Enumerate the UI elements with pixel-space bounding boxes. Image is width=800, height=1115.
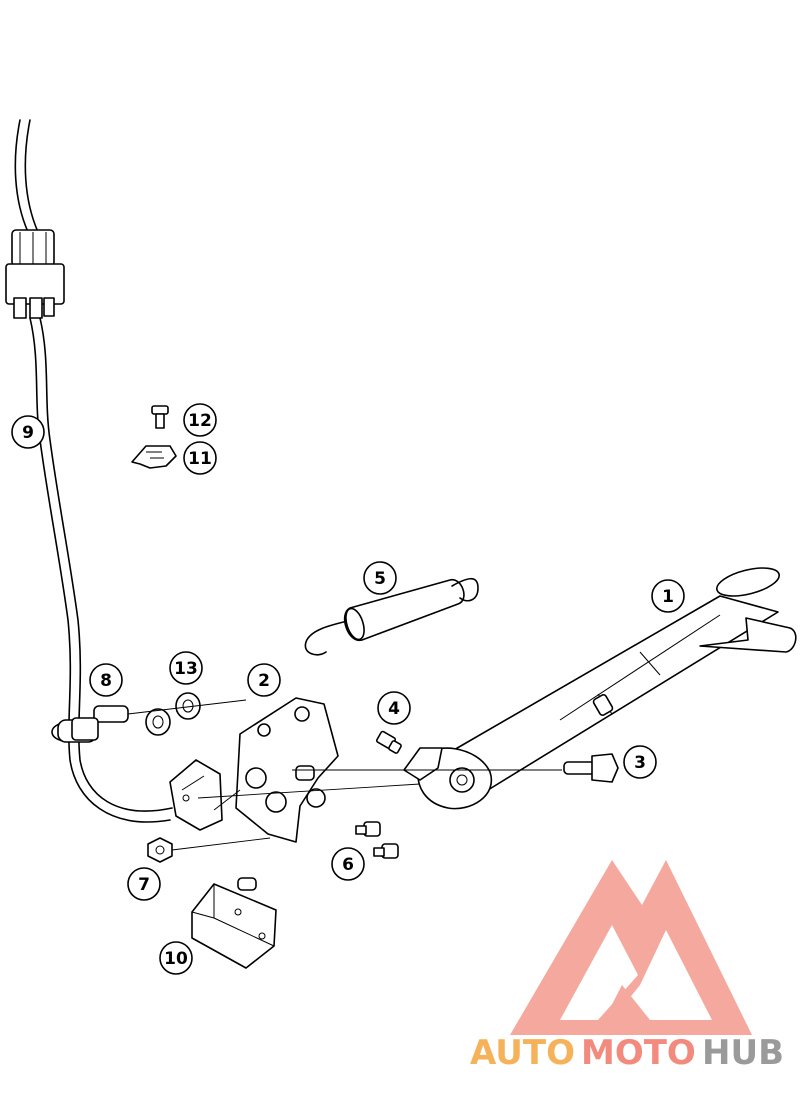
callout-12: 12 <box>183 403 217 437</box>
callout-5: 5 <box>363 561 397 595</box>
switch-mount-block <box>169 759 223 831</box>
automotohub-logo <box>510 860 752 1035</box>
wordmark-moto: MOTO <box>581 1033 696 1073</box>
callout-4: 4 <box>377 691 411 725</box>
wordmark-hub: HUB <box>702 1033 784 1073</box>
callout-label-2: 2 <box>258 671 270 691</box>
callout-7: 7 <box>127 867 161 901</box>
assembly-lines <box>127 699 562 851</box>
callout-label-4: 4 <box>388 699 400 719</box>
callout-label-5: 5 <box>374 569 386 589</box>
callout-13: 13 <box>169 651 203 685</box>
callout-label-10: 10 <box>164 949 188 969</box>
callout-11: 11 <box>183 441 217 475</box>
callout-label-13: 13 <box>174 659 198 679</box>
part-12-screw <box>151 405 169 429</box>
callout-label-11: 11 <box>188 449 212 469</box>
watermark-wordmark: AUTO MOTO HUB <box>470 1033 784 1073</box>
callout-label-12: 12 <box>188 411 212 431</box>
part-10-cover <box>191 877 277 969</box>
part-8-bolt <box>71 705 129 741</box>
callout-label-3: 3 <box>634 753 646 773</box>
part-11-cable-clip <box>131 445 177 469</box>
callout-label-9: 9 <box>22 423 34 443</box>
callout-8: 8 <box>89 663 123 697</box>
callout-label-7: 7 <box>138 875 150 895</box>
callout-label-1: 1 <box>662 587 674 607</box>
callout-6: 6 <box>331 847 365 881</box>
callout-2: 2 <box>247 663 281 697</box>
part-6-screws <box>355 821 399 859</box>
callout-9: 9 <box>11 415 45 449</box>
part-2-bracket <box>235 697 339 843</box>
callout-10: 10 <box>159 941 193 975</box>
part-7-nut <box>147 837 173 863</box>
part-13-washers <box>145 692 201 736</box>
part-5-spring <box>304 577 479 656</box>
callout-3: 3 <box>623 745 657 779</box>
callout-label-8: 8 <box>100 671 112 691</box>
wordmark-auto: AUTO <box>470 1033 575 1073</box>
callout-1: 1 <box>651 579 685 613</box>
part-4-switch <box>376 730 443 781</box>
part-3-pivot-bolt <box>563 753 619 783</box>
callout-label-6: 6 <box>342 855 354 875</box>
